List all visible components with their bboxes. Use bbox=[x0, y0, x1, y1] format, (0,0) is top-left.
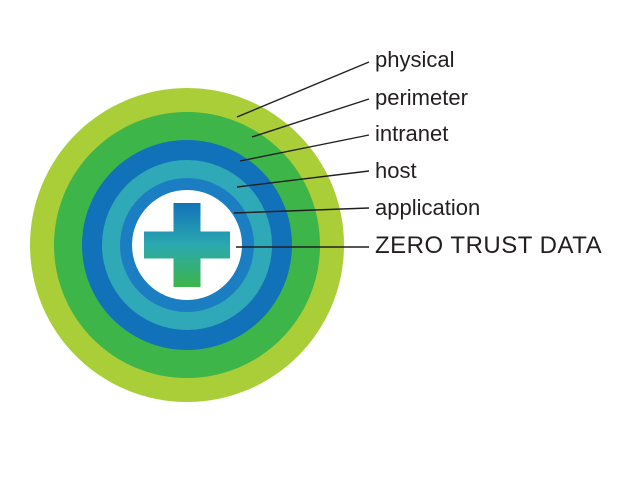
leader-line-host bbox=[236, 170, 370, 188]
plus-icon bbox=[144, 203, 230, 287]
leader-line-physical bbox=[236, 61, 370, 118]
label-host: host bbox=[375, 158, 417, 183]
label-physical: physical bbox=[375, 47, 454, 72]
leader-line-application bbox=[233, 207, 370, 214]
leader-line-perimeter bbox=[251, 98, 370, 138]
label-perimeter: perimeter bbox=[375, 85, 468, 110]
label-application: application bbox=[375, 195, 480, 220]
label-intranet: intranet bbox=[375, 121, 448, 146]
leader-line-intranet bbox=[239, 134, 370, 162]
label-zero-trust-data: ZERO TRUST DATA bbox=[375, 232, 602, 259]
